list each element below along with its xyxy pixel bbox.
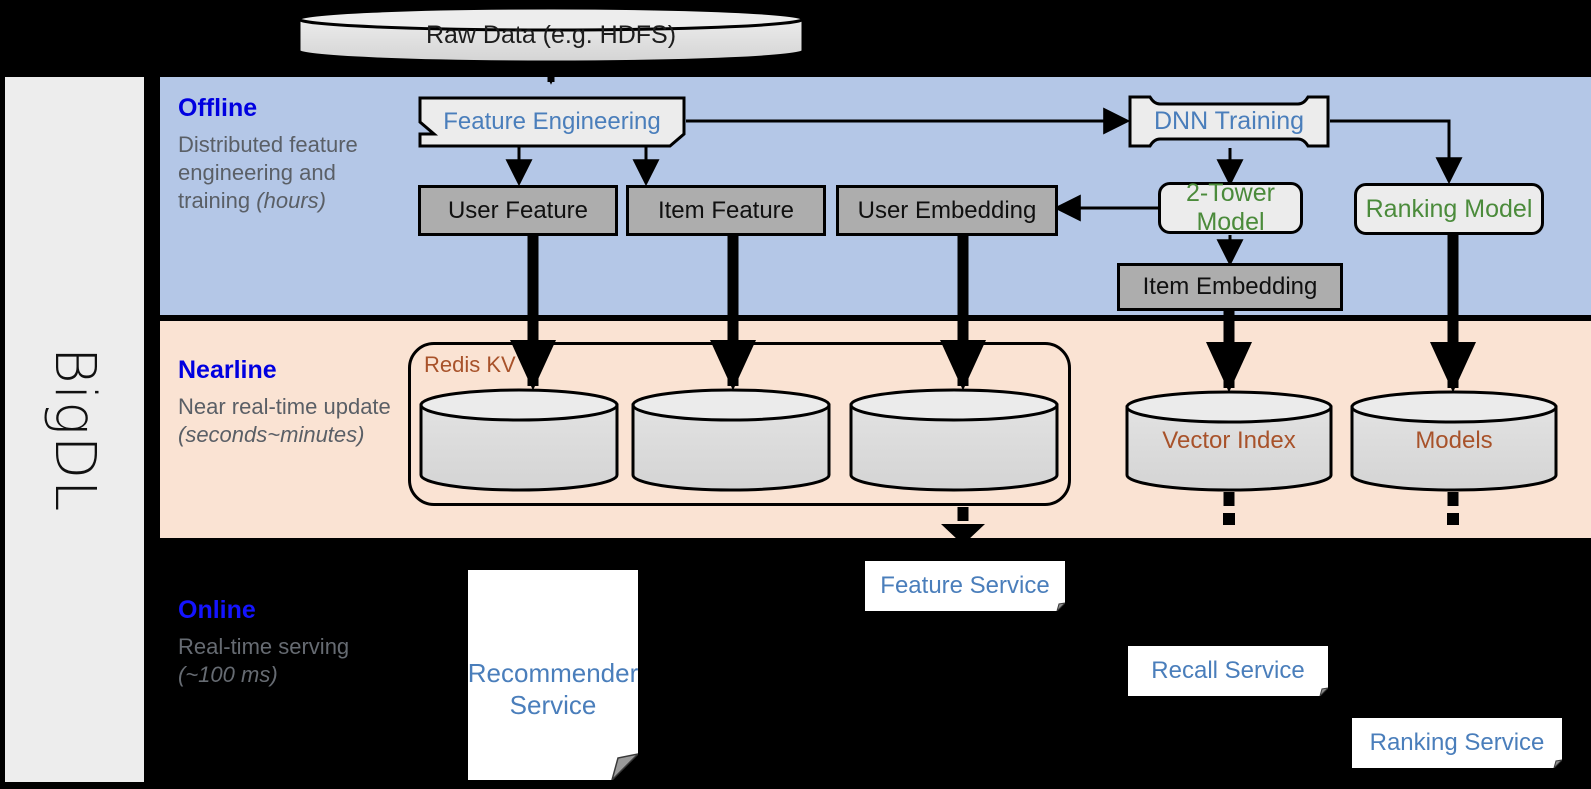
online-subtitle-italic: (~100 ms) (178, 661, 278, 687)
user-embedding-label: User Embedding (857, 196, 1037, 224)
two-tower-model-node[interactable]: 2-Tower Model (1158, 179, 1303, 236)
online-heading: Online Real-time serving (~100 ms) (178, 596, 393, 689)
recommender-service-node[interactable]: Recommender Service (468, 570, 638, 780)
user-feature-node[interactable]: User Feature (418, 185, 618, 236)
item-feature-node[interactable]: Item Feature (626, 185, 826, 236)
offline-subtitle-plain: Distributed feature engineering and trai… (178, 131, 358, 213)
raw-data-cylinder: Raw Data (e.g. HDFS) (296, 6, 806, 64)
nearline-subtitle-italic: (seconds~minutes) (178, 421, 365, 447)
recall-service-node[interactable]: Recall Service (1128, 646, 1328, 696)
redis-store-3-cylinder[interactable] (848, 388, 1060, 492)
offline-title: Offline (178, 94, 258, 122)
ranking-model-node[interactable]: Ranking Model (1354, 183, 1544, 235)
feature-engineering-shape (418, 96, 686, 148)
ranking-service-node[interactable]: Ranking Service (1352, 718, 1562, 768)
bigdl-sidebar: BigDL (5, 77, 144, 782)
item-embedding-label: Item Embedding (1142, 273, 1318, 300)
ranking-model-label: Ranking Model (1365, 194, 1533, 223)
nearline-subtitle-plain: Near real-time update (178, 393, 391, 419)
online-subtitle: Real-time serving (~100 ms) (178, 633, 393, 689)
redis-store-2-cylinder[interactable] (630, 388, 832, 492)
redis-store-2-shape (631, 388, 831, 492)
bigdl-label: BigDL (42, 346, 107, 513)
nearline-heading: Nearline Near real-time update (seconds~… (178, 356, 393, 449)
item-feature-label: Item Feature (657, 196, 795, 224)
raw-data-cylinder-shape (297, 6, 805, 64)
dnn-training-node[interactable]: DNN Training (1128, 95, 1330, 148)
redis-store-3-shape (849, 388, 1059, 492)
offline-subtitle-italic: (hours) (256, 187, 326, 213)
feature-engineering-node[interactable]: Feature Engineering (418, 96, 686, 148)
feature-service-shape (865, 561, 1065, 611)
redis-store-1-shape (419, 388, 619, 492)
ranking-service-shape (1352, 718, 1562, 768)
nearline-subtitle: Near real-time update (seconds~minutes) (178, 393, 393, 449)
recommender-service-shape (468, 570, 638, 780)
bigdl-sidebar-label-wrap: BigDL (5, 77, 144, 782)
two-tower-model-label: 2-Tower Model (1186, 179, 1275, 236)
vector-index-shape (1125, 390, 1333, 492)
online-title: Online (178, 596, 256, 624)
offline-heading: Offline Distributed feature engineering … (178, 94, 393, 215)
user-embedding-node[interactable]: User Embedding (836, 185, 1058, 236)
offline-subtitle: Distributed feature engineering and trai… (178, 131, 393, 215)
redis-store-1-cylinder[interactable] (418, 388, 620, 492)
models-cylinder[interactable]: Models (1349, 390, 1559, 492)
redis-kv-label: Redis KV (424, 352, 516, 377)
feature-service-node[interactable]: Feature Service (865, 561, 1065, 611)
item-embedding-node[interactable]: Item Embedding (1117, 263, 1343, 311)
redis-kv-container (408, 342, 1071, 506)
recall-service-shape (1128, 646, 1328, 696)
models-shape (1350, 390, 1558, 492)
user-feature-label: User Feature (447, 196, 589, 224)
nearline-title: Nearline (178, 356, 277, 384)
dnn-training-shape (1128, 95, 1330, 148)
online-subtitle-plain: Real-time serving (178, 633, 350, 659)
vector-index-cylinder[interactable]: Vector Index (1124, 390, 1334, 492)
